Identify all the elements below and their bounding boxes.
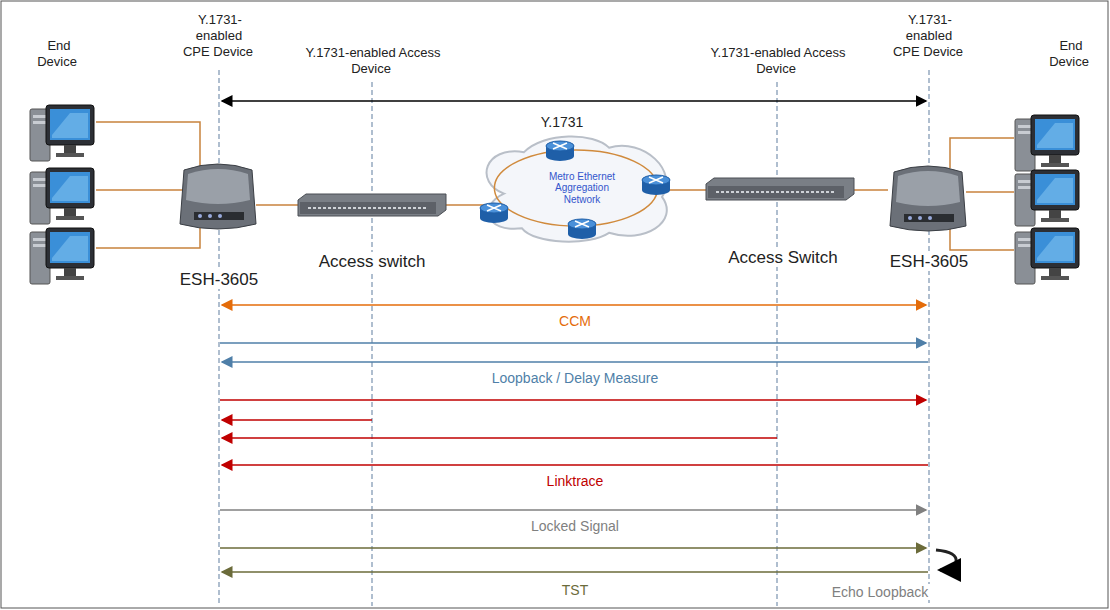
illustration-part <box>642 175 670 185</box>
illustration-part <box>546 151 574 161</box>
dashed-guides <box>219 70 929 606</box>
illustration-part <box>936 550 956 570</box>
illustration-part <box>180 164 256 229</box>
illustration-part <box>222 419 372 421</box>
illustration-part <box>96 189 190 191</box>
illustration-part <box>222 437 777 439</box>
label-text: Y.1731-enabled Access Device <box>304 45 441 76</box>
illustration-part <box>222 361 928 363</box>
illustration-part <box>546 141 574 161</box>
device-label: Y.1731 <box>522 114 602 131</box>
illustration-part <box>222 304 926 306</box>
device-label: Y.1731- enabled CPE Device <box>891 12 967 60</box>
device-label: ESH-3605 <box>874 252 984 273</box>
illustration-part <box>1015 170 1079 226</box>
illustration-part <box>218 70 219 606</box>
label-text: Y.1731- enabled CPE Device <box>183 12 255 59</box>
illustration-part <box>480 203 508 213</box>
illustration-part <box>480 213 508 223</box>
illustration-part <box>950 138 1014 168</box>
illustration-part <box>30 228 94 284</box>
label-text: Locked Signal <box>529 518 621 534</box>
illustration-part <box>546 141 574 151</box>
illustration-part <box>575 221 589 227</box>
illustration-part <box>890 166 966 231</box>
illustration-part <box>298 194 446 216</box>
illustration-part <box>220 342 926 344</box>
illustration-part <box>220 399 926 401</box>
label-text: Y.1731- enabled CPE Device <box>893 12 965 59</box>
illustration-part <box>568 219 596 229</box>
illustration-part <box>96 122 200 175</box>
label-text: Loopback / Delay Measure <box>490 370 661 386</box>
illustration-part <box>642 175 670 195</box>
label-text: TST <box>560 582 590 598</box>
device-label: Loopback / Delay Measure <box>445 370 705 387</box>
device-label: Y.1731- enabled CPE Device <box>181 12 257 60</box>
device-label: Y.1731-enabled Access Device <box>297 45 447 77</box>
illustration-part <box>30 105 94 161</box>
illustration-part <box>1015 228 1079 284</box>
illustration-part <box>649 177 663 183</box>
illustration-part <box>950 228 1014 250</box>
illustration-part <box>928 70 929 606</box>
device-label: End Device <box>1040 38 1100 70</box>
label-text: Y.1731-enabled Access Device <box>709 45 846 76</box>
illustration-part <box>494 150 657 226</box>
oam-arrows <box>220 305 956 572</box>
label-text: Access switch <box>317 252 428 271</box>
label-text: Y.1731 <box>539 114 586 130</box>
device-label: CCM <box>535 313 615 330</box>
illustration-part <box>853 189 888 191</box>
illustration-part <box>553 143 567 149</box>
label-text: CCM <box>557 313 593 329</box>
label-text: ESH-3605 <box>888 252 970 271</box>
device-label: Linktrace <box>515 473 635 490</box>
label-text: Linktrace <box>545 473 606 489</box>
illustration-part <box>371 82 372 606</box>
illustration-part <box>480 203 508 223</box>
illustration-part <box>30 168 94 224</box>
illustration-part <box>487 136 667 241</box>
illustration-part <box>668 189 708 191</box>
illustration-part <box>256 204 298 206</box>
device-label: Access Switch <box>713 248 853 269</box>
device-label: ESH-3605 <box>164 270 274 291</box>
device-label: TST <box>535 582 615 599</box>
label-text: End Device <box>1049 38 1091 69</box>
device-label: End Device <box>28 38 88 70</box>
illustration-part <box>568 229 596 239</box>
scope-arrow <box>222 100 926 102</box>
label-text: Access Switch <box>726 248 840 267</box>
illustration-part <box>776 82 777 606</box>
device-label: Access switch <box>302 252 442 273</box>
illustration-part <box>222 464 928 466</box>
illustration-part <box>966 191 1014 193</box>
illustration-part <box>222 571 928 573</box>
wires <box>96 122 1014 250</box>
label-text: ESH-3605 <box>178 270 260 289</box>
device-label: Echo Loopback <box>820 584 940 601</box>
illustration-part <box>220 547 926 549</box>
illustration-part <box>487 205 501 211</box>
label-text: End Device <box>37 38 79 69</box>
illustration-part <box>706 178 854 200</box>
illustration-part <box>568 219 596 239</box>
device-label: Y.1731-enabled Access Device <box>702 45 852 77</box>
cloud-text: Metro Ethernet Aggregation Network <box>539 171 625 206</box>
illustration-part <box>220 509 926 511</box>
illustration-part <box>96 228 200 248</box>
device-label: Locked Signal <box>500 518 650 535</box>
illustration-part <box>1015 115 1079 171</box>
network-cloud: Metro Ethernet Aggregation Network <box>474 132 678 244</box>
label-text: Echo Loopback <box>830 584 931 600</box>
illustration-part <box>642 185 670 195</box>
